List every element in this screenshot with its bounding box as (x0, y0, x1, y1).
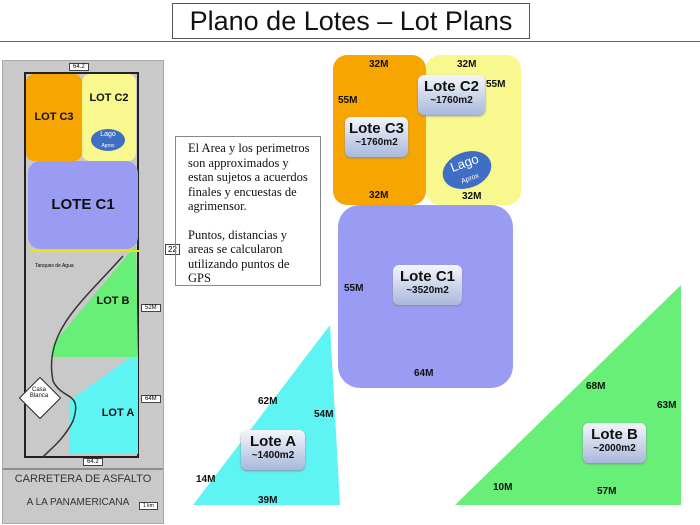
c3-bottom-dim: 32M (369, 190, 389, 201)
map-dim-b: 52M (141, 304, 161, 312)
note-paragraph-2: Puntos, distancias y areas se calcularon… (188, 227, 290, 286)
map-side-dim: 22 (165, 244, 180, 255)
note-paragraph-1: El Area y los perimetros son approximado… (188, 141, 310, 213)
c1-bottom-dim: 64M (414, 368, 434, 379)
b-dim-3: 10M (493, 482, 513, 493)
c2-top-dim: 32M (457, 59, 477, 70)
map-top-dim: 64.2 (69, 63, 89, 71)
lot-c2-label[interactable]: Lote C2~1760m2 (418, 75, 485, 115)
a-dim-1: 62M (258, 396, 278, 407)
map-casa-label: Casa Blanca (29, 387, 49, 399)
b-dim-4: 57M (597, 486, 617, 497)
map-dim-a: 64M (141, 395, 161, 403)
map-lines (3, 72, 163, 470)
b-dim-1: 68M (586, 381, 606, 392)
map-lot-b-label: LOT B (96, 295, 130, 307)
c3-side-dim: 55M (338, 95, 358, 106)
map-lot-c1: LOTE C1 (28, 161, 138, 249)
c2-side-dim: 55M (486, 79, 506, 90)
page-title: Plano de Lotes – Lot Plans (172, 3, 530, 39)
b-dim-2: 63M (657, 400, 677, 411)
map-dest-label: A LA PANAMERICANA (26, 497, 130, 508)
a-dim-3: 14M (196, 474, 216, 485)
lot-c1-label[interactable]: Lote C1~3520m2 (393, 265, 462, 305)
a-dim-2: 54M (314, 409, 334, 420)
disclaimer-note: El Area y los perimetros son approximado… (175, 136, 321, 286)
map-lot-c2-label: LOT C2 (89, 92, 129, 104)
map-bottom-dim: 64.2 (83, 458, 103, 466)
map-tanques-label: Tanques de Agua (35, 263, 74, 269)
map-lot-a-label: LOT A (101, 407, 135, 419)
map-lot-c3: LOT C3 (26, 74, 82, 161)
map-lot-a-shape (69, 357, 138, 454)
a-dim-4: 39M (258, 495, 278, 506)
c1-side-dim: 55M (344, 283, 364, 294)
map-road-label: CARRETERA DE ASFALTO (14, 473, 152, 485)
map-lot-b-shape (51, 245, 138, 357)
map-scale: 1 km (139, 502, 158, 510)
c3-top-dim: 32M (369, 59, 389, 70)
lot-b-label[interactable]: Lote B~2000m2 (583, 423, 646, 463)
lot-a-label[interactable]: Lote A~1400m2 (241, 430, 305, 470)
c2-bottom-dim: 32M (462, 191, 482, 202)
lot-c3-label[interactable]: Lote C3~1760m2 (345, 117, 408, 157)
divider (0, 41, 700, 42)
